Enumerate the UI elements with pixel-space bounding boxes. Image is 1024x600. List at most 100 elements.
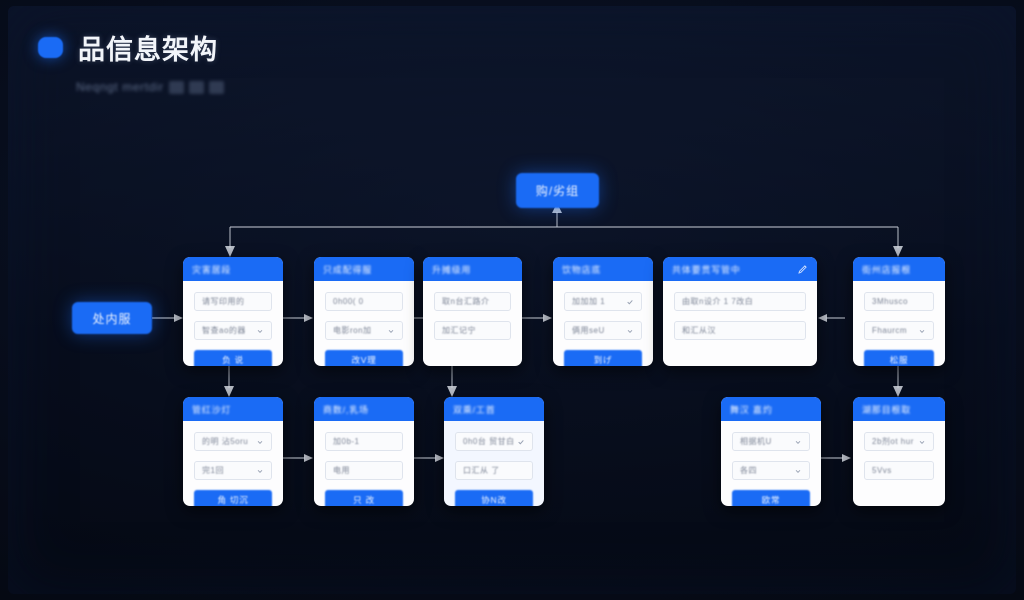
select-field[interactable]: 2b剂ot hures bbox=[864, 432, 934, 451]
input-field[interactable]: 加0b-1 bbox=[325, 432, 403, 451]
submit-button[interactable]: 松服 bbox=[864, 350, 934, 366]
card-body: 加加加 1 俩用seU 到げ bbox=[553, 281, 653, 366]
input-field[interactable]: 请写印用的 bbox=[194, 292, 272, 311]
card-header: 商数/,乳场 bbox=[314, 397, 414, 421]
chevron-down-icon bbox=[918, 327, 926, 335]
card-title: 共体要贯写管中 bbox=[672, 264, 741, 275]
submit-button[interactable]: 角 切沉 bbox=[194, 490, 272, 506]
select-field[interactable]: 的明 沾5oru bbox=[194, 432, 272, 451]
select-field[interactable]: 完1回 bbox=[194, 461, 272, 480]
card-row2-1[interactable]: 管红沙灯 的明 沾5oru 完1回 角 切沉 bbox=[183, 397, 283, 506]
subtitle-chip-3 bbox=[208, 80, 224, 94]
input-field[interactable]: 取n台汇路介 bbox=[434, 292, 511, 311]
card-row1-1[interactable]: 灾害居段 请写印用的 智查ao的器 负 说 bbox=[183, 257, 283, 366]
card-row2-3[interactable]: 双乘/工首 0h0台 贸甘白 口汇从 了 协N改 bbox=[444, 397, 544, 506]
chevron-down-icon bbox=[918, 438, 926, 446]
pencil-icon[interactable] bbox=[797, 264, 808, 275]
input-field[interactable]: 0h0台 贸甘白 bbox=[455, 432, 533, 451]
card-header: 双乘/工首 bbox=[444, 397, 544, 421]
chevron-down-icon bbox=[626, 327, 634, 335]
chevron-down-icon bbox=[387, 327, 395, 335]
input-field[interactable]: 3Mhusco bbox=[864, 292, 934, 311]
check-icon bbox=[517, 438, 525, 446]
card-body: 3Mhusco Fhaurcm 松服 bbox=[853, 281, 945, 366]
select-field[interactable]: 智查ao的器 bbox=[194, 321, 272, 340]
card-row2-2[interactable]: 商数/,乳场 加0b-1 电用 只 改 bbox=[314, 397, 414, 506]
card-header: 灾害居段 bbox=[183, 257, 283, 281]
input-field[interactable]: 和汇从汉 bbox=[674, 321, 806, 340]
field-value: 请写印用的 bbox=[202, 297, 245, 306]
card-body: 相据机U 各四 欧常 bbox=[721, 421, 821, 506]
field-value: 加0b-1 bbox=[333, 437, 360, 446]
card-row1-3[interactable]: 升摊级用 取n台汇路介 加汇记宁 bbox=[423, 257, 522, 366]
submit-button[interactable]: 到げ bbox=[564, 350, 642, 366]
subtitle-chip-2 bbox=[188, 80, 204, 94]
chevron-down-icon bbox=[256, 467, 264, 475]
input-field[interactable]: 5Vvs bbox=[864, 461, 934, 480]
page-header: 品信息架构 Neqngt mertdir bbox=[38, 28, 224, 94]
field-value: 5Vvs bbox=[872, 466, 892, 475]
input-field[interactable]: 加汇记宁 bbox=[434, 321, 511, 340]
input-field[interactable]: 0h00( 0 bbox=[325, 292, 403, 311]
card-header: 湖那目根取 bbox=[853, 397, 945, 421]
select-field[interactable]: 相据机U bbox=[732, 432, 810, 451]
card-body: 请写印用的 智查ao的器 负 说 bbox=[183, 281, 283, 366]
field-value: 3Mhusco bbox=[872, 297, 908, 306]
field-value: 完1回 bbox=[202, 466, 224, 475]
card-header: 街州店报根 bbox=[853, 257, 945, 281]
field-value: Fhaurcm bbox=[872, 326, 908, 335]
card-title: 双乘/工首 bbox=[453, 404, 496, 415]
select-field[interactable]: Fhaurcm bbox=[864, 321, 934, 340]
field-value: 0h0台 贸甘白 bbox=[463, 437, 513, 446]
input-field[interactable]: 加加加 1 bbox=[564, 292, 642, 311]
card-row1-5[interactable]: 共体要贯写管中 由取n设介 1 7改白 和汇从汉 bbox=[663, 257, 817, 366]
submit-button[interactable]: 协N改 bbox=[455, 490, 533, 506]
field-value: 俩用seU bbox=[572, 326, 605, 335]
card-body: 取n台汇路介 加汇记宁 bbox=[423, 281, 522, 366]
submit-button[interactable]: 负 说 bbox=[194, 350, 272, 366]
field-value: 由取n设介 1 7改白 bbox=[682, 297, 754, 306]
chevron-down-icon bbox=[256, 438, 264, 446]
field-value: 各四 bbox=[740, 466, 757, 475]
card-body: 的明 沾5oru 完1回 角 切沉 bbox=[183, 421, 283, 506]
card-body: 0h0台 贸甘白 口汇从 了 协N改 bbox=[444, 421, 544, 506]
card-row2-4[interactable]: 舞汉 嘉灼 相据机U 各四 欧常 bbox=[721, 397, 821, 506]
card-title: 舞汉 嘉灼 bbox=[730, 404, 773, 415]
input-field[interactable]: 由取n设介 1 7改白 bbox=[674, 292, 806, 311]
entry-node[interactable]: 处内服 bbox=[72, 302, 152, 334]
card-body: 2b剂ot hures 5Vvs bbox=[853, 421, 945, 506]
root-node[interactable]: 购/劣组 bbox=[516, 173, 599, 208]
field-value: 的明 沾5oru bbox=[202, 437, 249, 446]
card-body: 0h00( 0 电影ron加 改V理 bbox=[314, 281, 414, 366]
field-value: 加汇记宁 bbox=[442, 326, 476, 335]
select-field[interactable]: 各四 bbox=[732, 461, 810, 480]
card-row1-6[interactable]: 街州店报根 3Mhusco Fhaurcm 松服 bbox=[853, 257, 945, 366]
card-header: 升摊级用 bbox=[423, 257, 522, 281]
title-row: 品信息架构 bbox=[38, 28, 224, 67]
input-field[interactable]: 电用 bbox=[325, 461, 403, 480]
input-field[interactable]: 口汇从 了 bbox=[455, 461, 533, 480]
field-value: 2b剂ot hures bbox=[872, 437, 914, 446]
submit-button[interactable]: 改V理 bbox=[325, 350, 403, 366]
card-header: 饮物店底 bbox=[553, 257, 653, 281]
submit-button[interactable]: 欧常 bbox=[732, 490, 810, 506]
card-title: 商数/,乳场 bbox=[323, 404, 369, 415]
card-row1-2[interactable]: 只成配得服 0h00( 0 电影ron加 改V理 bbox=[314, 257, 414, 366]
card-header: 舞汉 嘉灼 bbox=[721, 397, 821, 421]
card-row2-5[interactable]: 湖那目根取 2b剂ot hures 5Vvs bbox=[853, 397, 945, 506]
submit-button[interactable]: 只 改 bbox=[325, 490, 403, 506]
field-value: 口汇从 了 bbox=[463, 466, 500, 475]
subtitle-chip-1 bbox=[168, 80, 184, 94]
card-title: 饮物店底 bbox=[562, 264, 602, 275]
card-body: 加0b-1 电用 只 改 bbox=[314, 421, 414, 506]
card-header: 共体要贯写管中 bbox=[663, 257, 817, 281]
select-field[interactable]: 电影ron加 bbox=[325, 321, 403, 340]
card-title: 灾害居段 bbox=[192, 264, 232, 275]
page-title: 品信息架构 bbox=[78, 35, 218, 65]
card-row1-4[interactable]: 饮物店底 加加加 1 俩用seU 到げ bbox=[553, 257, 653, 366]
card-title: 只成配得服 bbox=[323, 264, 373, 275]
field-value: 相据机U bbox=[740, 437, 772, 446]
field-value: 和汇从汉 bbox=[682, 326, 716, 335]
field-value: 0h00( 0 bbox=[333, 297, 364, 306]
select-field[interactable]: 俩用seU bbox=[564, 321, 642, 340]
